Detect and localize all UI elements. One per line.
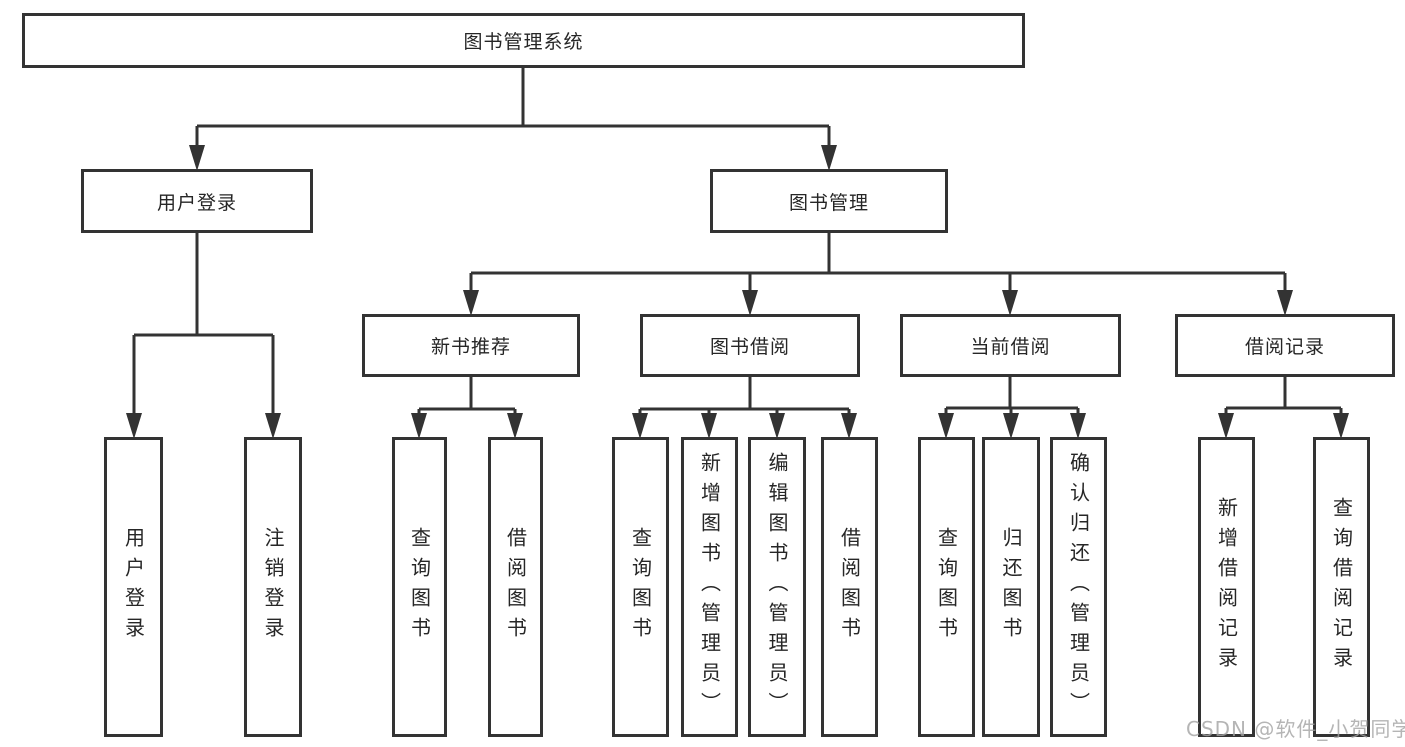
leaf-br-add-record-label: 新增借阅记录 xyxy=(1214,497,1239,677)
leaf-cb-query-books: 查询图书 xyxy=(918,437,975,737)
arrowhead-icon xyxy=(701,413,717,439)
leaf-rec-query-books: 查询图书 xyxy=(392,437,447,737)
arrowhead-icon xyxy=(938,413,954,439)
node-user-login-label: 用户登录 xyxy=(156,191,237,214)
node-borrow-records-label: 借阅记录 xyxy=(1244,336,1325,358)
connector-line xyxy=(132,232,275,417)
leaf-br-add-record: 新增借阅记录 xyxy=(1198,437,1255,737)
arrowhead-icon xyxy=(769,413,785,439)
leaf-bb-add-books-admin-label: 新增图书（管理员） xyxy=(697,452,722,722)
node-book-management: 图书管理 xyxy=(710,169,948,233)
arrowhead-icon xyxy=(1218,413,1234,439)
connector-line xyxy=(195,68,831,149)
arrowhead-icon xyxy=(126,413,142,439)
leaf-bb-query-books: 查询图书 xyxy=(612,437,669,737)
leaf-rec-query-books-label: 查询图书 xyxy=(407,527,432,647)
leaf-cb-return-books-label: 归还图书 xyxy=(999,527,1023,647)
leaf-rec-borrow-books-label: 借阅图书 xyxy=(503,527,528,647)
leaf-logout: 注销登录 xyxy=(244,437,302,737)
arrowhead-icon xyxy=(742,290,758,316)
node-book-management-label: 图书管理 xyxy=(788,191,869,214)
node-root-label: 图书管理系统 xyxy=(463,31,584,53)
leaf-cb-return-books: 归还图书 xyxy=(982,437,1040,737)
arrowhead-icon xyxy=(265,413,281,439)
arrowhead-icon xyxy=(411,413,427,439)
node-borrow-records: 借阅记录 xyxy=(1175,314,1395,377)
leaf-bb-borrow-books: 借阅图书 xyxy=(821,437,878,737)
leaf-cb-confirm-return-admin-label: 确认归还（管理员） xyxy=(1066,452,1091,722)
leaf-user-login-label: 用户登录 xyxy=(121,527,146,647)
leaf-br-query-record-label: 查询借阅记录 xyxy=(1329,497,1354,677)
node-user-login: 用户登录 xyxy=(81,169,313,233)
csdn-watermark: CSDN @软件_小贺同学 xyxy=(1186,717,1405,741)
connector-line xyxy=(417,376,517,417)
connector-line xyxy=(1224,376,1343,417)
leaf-br-query-record: 查询借阅记录 xyxy=(1313,437,1370,737)
leaf-logout-label: 注销登录 xyxy=(261,527,285,647)
arrowhead-icon xyxy=(507,413,523,439)
arrowhead-icon xyxy=(821,145,837,171)
arrowhead-icon xyxy=(1002,290,1018,316)
leaf-user-login: 用户登录 xyxy=(104,437,163,737)
arrowhead-icon xyxy=(1277,290,1293,316)
arrowhead-icon xyxy=(632,413,648,439)
arrowhead-icon xyxy=(841,413,857,439)
leaf-bb-borrow-books-label: 借阅图书 xyxy=(837,527,862,647)
arrowhead-icon xyxy=(463,290,479,316)
arrowhead-icon xyxy=(1333,413,1349,439)
leaf-bb-edit-books-admin-label: 编辑图书（管理员） xyxy=(765,452,789,722)
arrowhead-icon xyxy=(1003,413,1019,439)
node-current-borrow: 当前借阅 xyxy=(900,314,1121,377)
leaf-bb-edit-books-admin: 编辑图书（管理员） xyxy=(748,437,806,737)
node-root: 图书管理系统 xyxy=(22,13,1025,68)
node-new-book-recommend-label: 新书推荐 xyxy=(430,336,511,358)
node-new-book-recommend: 新书推荐 xyxy=(362,314,580,377)
leaf-bb-query-books-label: 查询图书 xyxy=(628,527,653,647)
connector-line xyxy=(469,232,1287,294)
node-current-borrow-label: 当前借阅 xyxy=(970,336,1051,358)
connector-line xyxy=(638,376,851,417)
leaf-bb-add-books-admin: 新增图书（管理员） xyxy=(681,437,738,737)
node-book-borrow-label: 图书借阅 xyxy=(709,336,790,358)
connector-line xyxy=(944,376,1080,417)
arrowhead-icon xyxy=(189,145,205,171)
leaf-cb-query-books-label: 查询图书 xyxy=(934,527,959,647)
node-book-borrow: 图书借阅 xyxy=(640,314,860,377)
leaf-cb-confirm-return-admin: 确认归还（管理员） xyxy=(1050,437,1107,737)
arrowhead-icon xyxy=(1070,413,1086,439)
leaf-rec-borrow-books: 借阅图书 xyxy=(488,437,543,737)
